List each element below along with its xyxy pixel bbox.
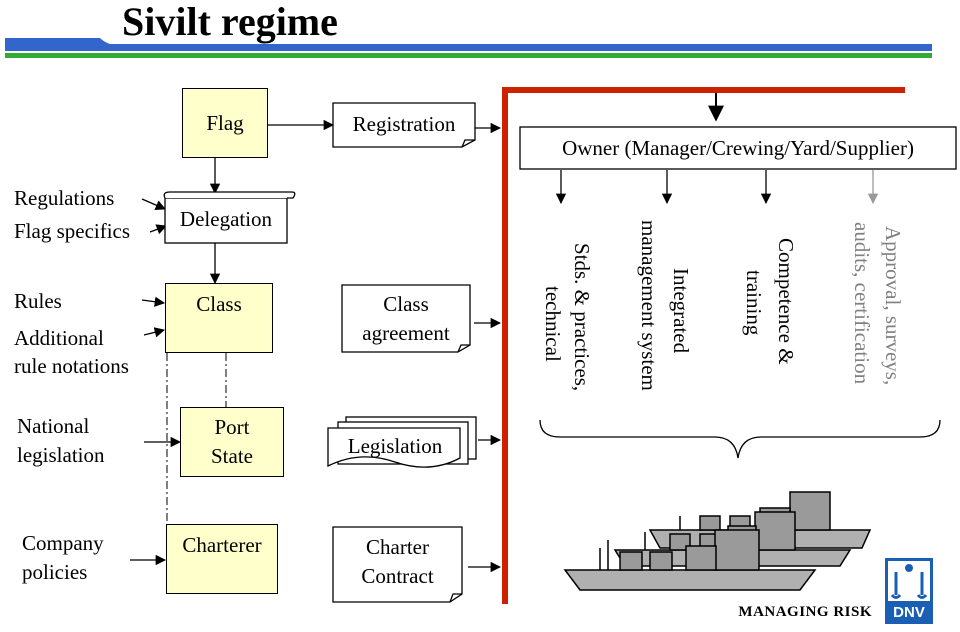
class-agreement-doc-shape [341, 284, 471, 353]
label-rules: Rules [14, 289, 62, 313]
label-policies: policies [22, 560, 88, 584]
label-rule-notations: rule notations [14, 354, 129, 378]
brace [539, 419, 941, 459]
competence-label-2: training [742, 270, 766, 336]
registration-label: Registration [352, 112, 456, 136]
dnv-logo-graphic [885, 558, 933, 624]
label-company: Company [22, 531, 104, 555]
charterer-label: Charterer [182, 533, 262, 557]
charter-contract-doc-shape [332, 526, 463, 603]
delegation-label: Delegation [179, 207, 273, 231]
label-regulations: Regulations [14, 186, 115, 210]
dnv-logo-text: DNV [893, 604, 925, 621]
legislation-doc-stack [327, 416, 477, 468]
header-green-bar [5, 53, 932, 58]
state-label: State [211, 444, 253, 468]
ims-label-2: management system [637, 220, 661, 391]
charterer-box: Charterer [166, 524, 278, 594]
ships-illustration [563, 491, 872, 591]
charter-label: Charter [366, 535, 429, 559]
delegation-scroll-shape [163, 191, 296, 244]
label-additional: Additional [14, 326, 104, 350]
ims-label-1: Integrated [669, 268, 693, 354]
contract-label: Contract [361, 564, 434, 588]
label-national: National [17, 414, 90, 438]
approval-label-1: Approval, surveys, [881, 226, 905, 386]
flag-box: Flag [182, 88, 268, 158]
competence-label-1: Competence & [774, 238, 798, 365]
legislation-label: Legislation [347, 434, 443, 458]
label-flag-specifics: Flag specifics [14, 219, 131, 243]
port-state-box: Port State [180, 407, 284, 477]
class-agreement-label-2: agreement [362, 321, 450, 345]
header-blue-bar [5, 38, 932, 51]
owner-label: Owner (Manager/Crewing/Yard/Supplier) [562, 136, 914, 160]
class-agreement-label-1: Class [383, 292, 429, 316]
managing-risk-text: MANAGING RISK [738, 604, 872, 620]
label-legislation: legislation [17, 443, 105, 467]
registration-doc-shape [332, 102, 476, 148]
stds-label-2: technical [541, 286, 565, 362]
approval-label-2: audits, certification [850, 222, 874, 385]
class-label: Class [196, 292, 242, 316]
class-box: Class [165, 283, 273, 353]
stds-label-1: Stds. & practices, [570, 243, 594, 392]
port-label: Port [214, 415, 250, 439]
owner-box-shape [519, 126, 957, 170]
page-title: Sivilt regime [122, 0, 338, 44]
flag-label: Flag [206, 110, 244, 135]
